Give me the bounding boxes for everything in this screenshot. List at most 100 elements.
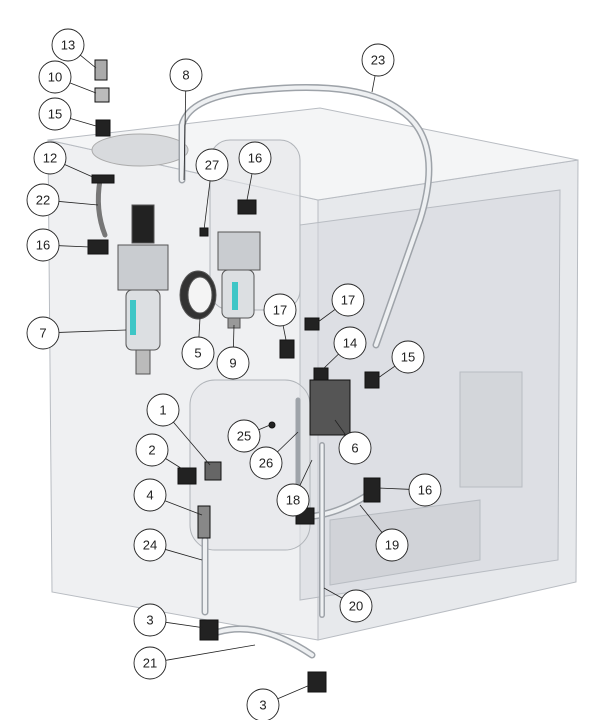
- callout-label: 8: [182, 68, 189, 83]
- lid-disk: [91, 133, 189, 167]
- callout-circle: [249, 446, 283, 480]
- leader-line: [377, 365, 396, 379]
- leader-line: [277, 431, 299, 453]
- callout-3: 3: [246, 684, 311, 720]
- callout-circle: [338, 431, 372, 465]
- callout-circle: [263, 293, 297, 327]
- callout-circle: [391, 340, 425, 374]
- callout-3: 3: [133, 603, 206, 637]
- callout-label: 3: [259, 698, 266, 713]
- callout-circle: [26, 228, 60, 262]
- callout-circle: [26, 183, 60, 217]
- leader-line: [198, 317, 201, 338]
- callout-10: 10: [38, 60, 97, 94]
- callout-label: 16: [36, 238, 50, 253]
- callout-circle: [246, 688, 280, 720]
- callout-14: 14: [321, 326, 367, 371]
- callout-7: 7: [26, 316, 127, 350]
- callout-circle: [333, 326, 367, 360]
- callout-circle: [375, 528, 409, 562]
- leader-line: [64, 164, 96, 179]
- leader-line: [173, 421, 211, 466]
- callout-circle: [38, 60, 72, 94]
- leader-line: [299, 459, 313, 486]
- callout-2: 2: [135, 433, 185, 471]
- callout-24: 24: [133, 528, 203, 562]
- callout-circle: [38, 97, 72, 131]
- callout-15: 15: [38, 97, 97, 131]
- callout-circle: [276, 483, 310, 517]
- callout-circle: [227, 419, 261, 453]
- leader-line: [317, 309, 336, 323]
- callout-15: 15: [377, 340, 425, 379]
- callout-circle: [238, 141, 272, 175]
- callout-label: 19: [385, 538, 399, 553]
- callout-circle: [133, 603, 167, 637]
- callout-8: 8: [169, 58, 203, 181]
- callout-circle: [33, 141, 67, 175]
- callout-label: 16: [418, 483, 432, 498]
- callout-4: 4: [133, 478, 203, 516]
- enclosure-box: [47, 107, 579, 641]
- leader-line: [165, 644, 256, 661]
- callout-circle: [135, 433, 169, 467]
- leader-line: [371, 75, 376, 93]
- callout-label: 20: [349, 599, 363, 614]
- callout-26: 26: [249, 431, 299, 480]
- leader-line: [246, 173, 253, 201]
- callout-circle: [361, 43, 395, 77]
- callout-17: 17: [263, 293, 297, 341]
- callout-12: 12: [33, 141, 96, 179]
- fittings: [87, 59, 381, 693]
- callout-label: 22: [36, 193, 50, 208]
- callout-13: 13: [51, 28, 97, 69]
- callout-9: 9: [216, 324, 250, 380]
- callout-label: 23: [371, 53, 385, 68]
- leader-line: [58, 201, 99, 206]
- leader-line: [203, 180, 211, 231]
- callout-label: 17: [273, 303, 287, 318]
- callout-circle: [339, 589, 373, 623]
- callout-label: 9: [229, 356, 236, 371]
- callout-label: 24: [143, 538, 157, 553]
- callout-1: 1: [146, 393, 211, 466]
- callout-19: 19: [359, 504, 409, 562]
- leader-line: [69, 82, 97, 94]
- leader-line: [258, 424, 271, 431]
- callout-27: 27: [195, 148, 229, 231]
- leader-line: [183, 90, 187, 181]
- leader-line: [80, 54, 97, 69]
- callout-circle: [133, 528, 167, 562]
- callout-label: 1: [159, 403, 166, 418]
- callout-6: 6: [334, 419, 372, 465]
- leader-line: [282, 325, 287, 341]
- leader-line: [321, 353, 339, 371]
- filter-regulator: [117, 204, 261, 375]
- callout-label: 17: [341, 293, 355, 308]
- leader-line: [164, 500, 203, 516]
- leader-line: [277, 684, 311, 700]
- callout-16: 16: [377, 473, 442, 507]
- callout-circle: [216, 346, 250, 380]
- leader-line: [165, 458, 185, 471]
- callout-label: 6: [351, 441, 358, 456]
- callout-circle: [26, 316, 60, 350]
- callout-23: 23: [361, 43, 395, 93]
- callout-label: 5: [194, 346, 201, 361]
- callout-label: 21: [143, 656, 157, 671]
- callout-label: 27: [205, 158, 219, 173]
- callout-label: 4: [146, 488, 153, 503]
- leader-line: [334, 419, 347, 436]
- callout-circle: [146, 393, 180, 427]
- callout-18: 18: [276, 459, 313, 517]
- callout-circle: [169, 58, 203, 92]
- callout-label: 13: [61, 38, 75, 53]
- callout-circle: [133, 646, 167, 680]
- callout-label: 14: [343, 336, 357, 351]
- callout-circle: [195, 148, 229, 182]
- leader-line: [58, 329, 127, 333]
- callout-label: 18: [286, 493, 300, 508]
- callout-25: 25: [227, 419, 271, 453]
